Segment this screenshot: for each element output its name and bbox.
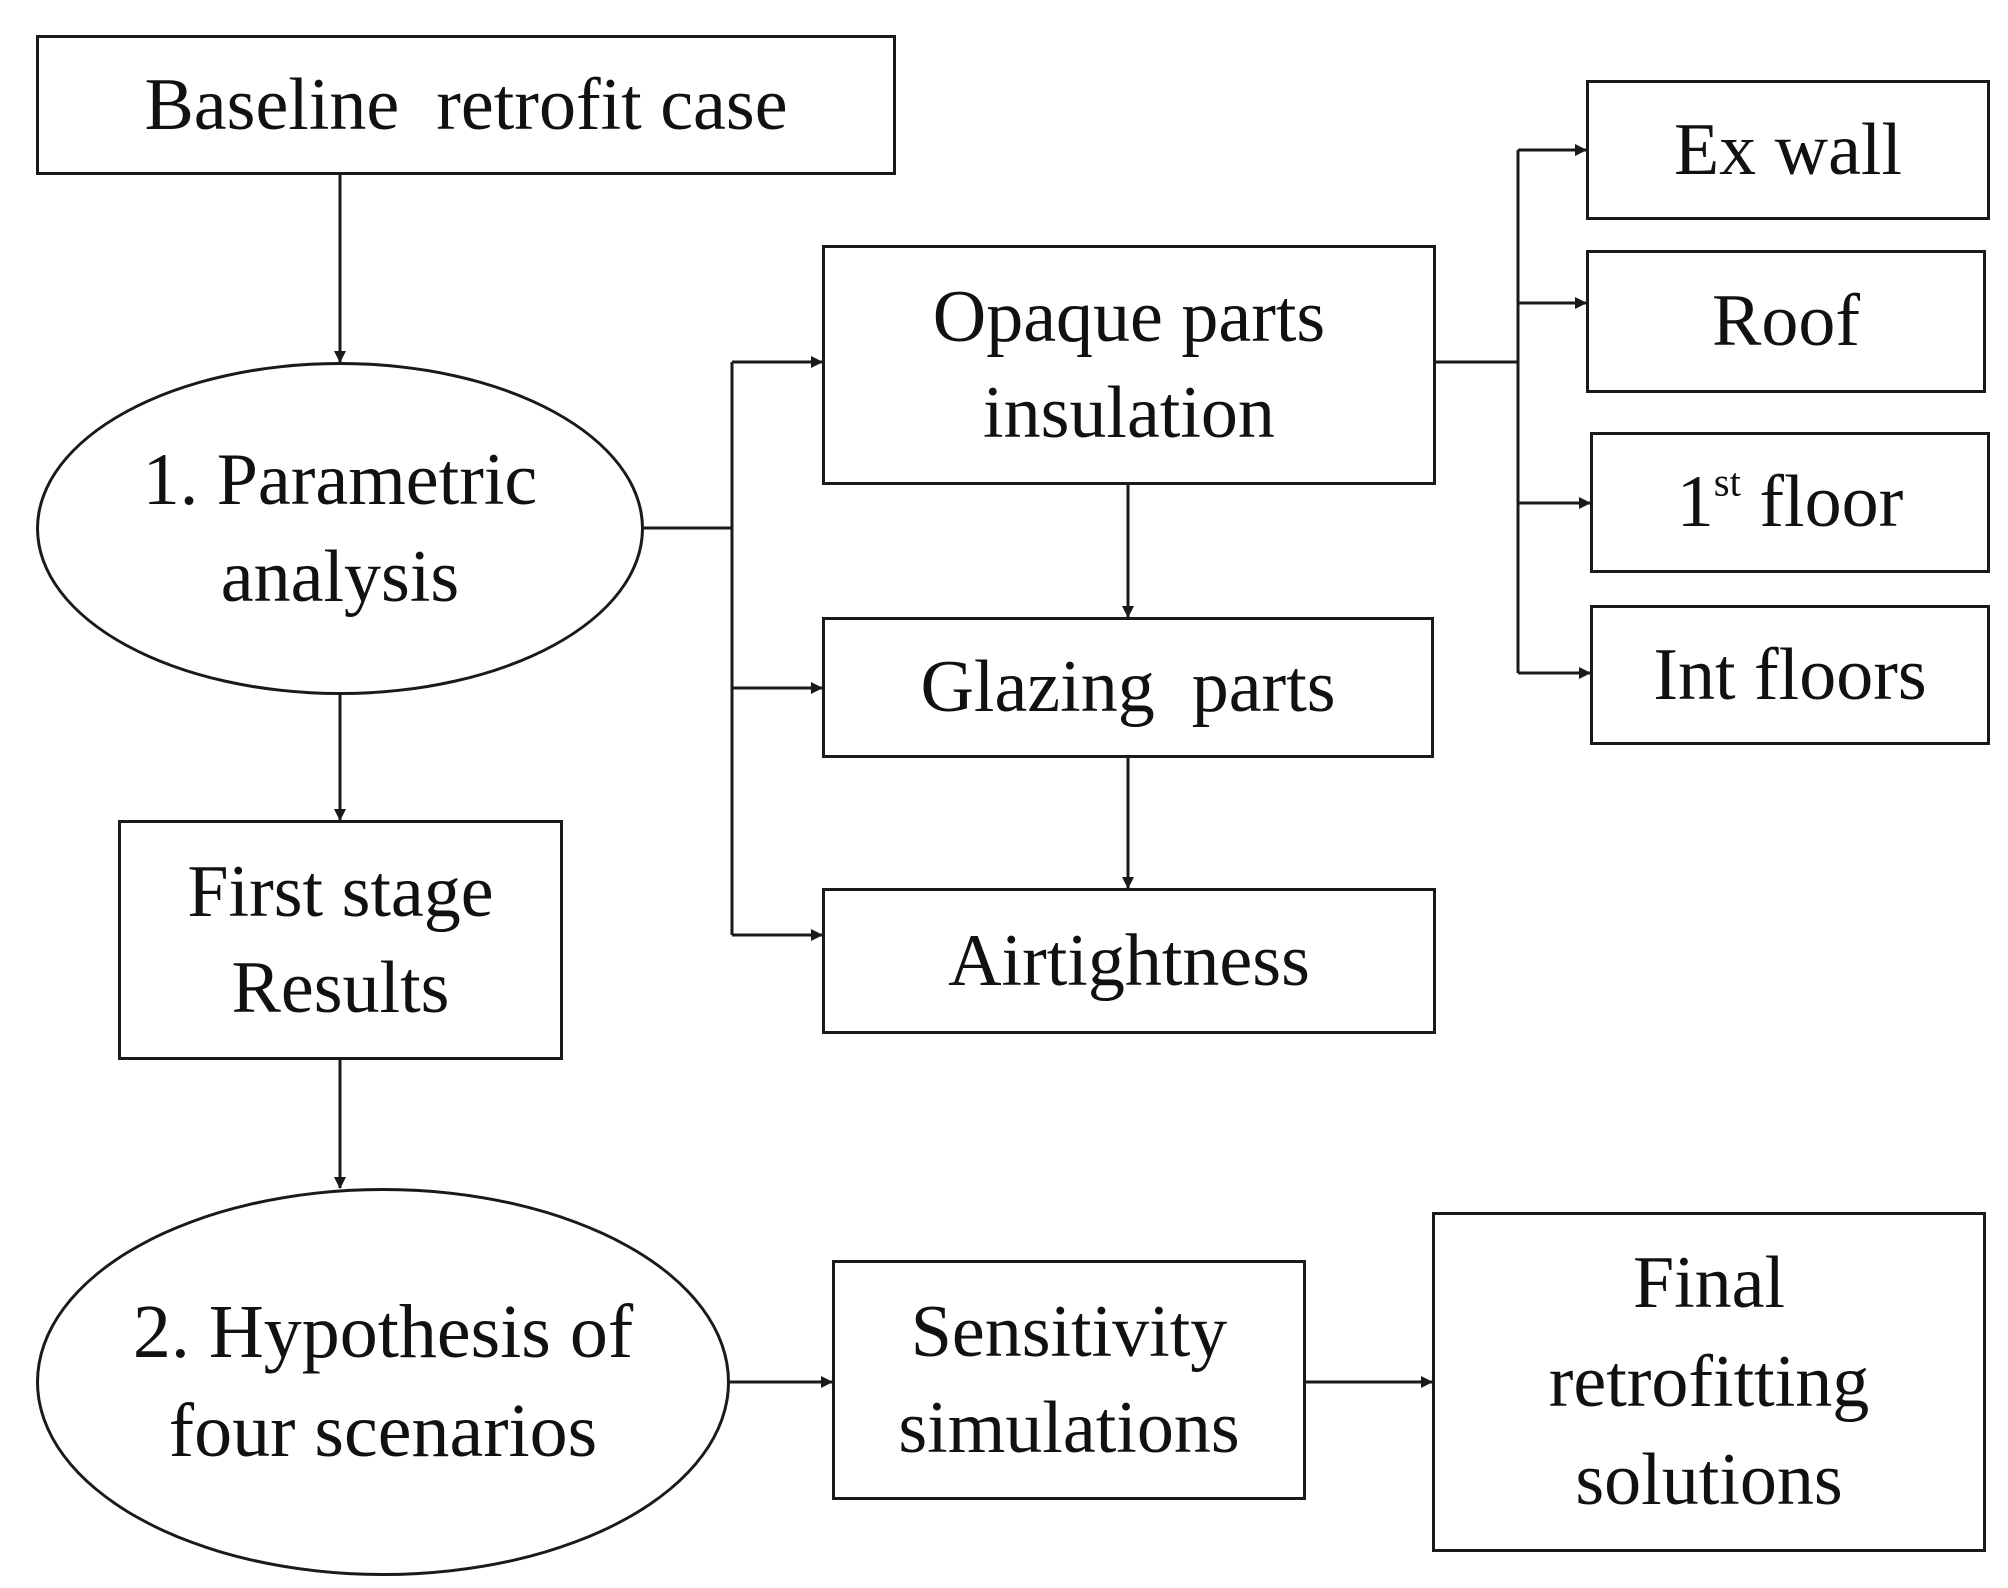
- final-line1: Final: [1632, 1242, 1786, 1325]
- hypothesis-line2: four scenarios: [168, 1389, 598, 1473]
- airtightness-label: Airtightness: [948, 919, 1310, 1002]
- opaque-parts-insulation-box: Opaque parts insulation: [822, 245, 1436, 485]
- first-floor-rest: floor: [1740, 461, 1904, 544]
- sensitivity-simulations-box: Sensitivity simulations: [832, 1260, 1306, 1500]
- final-retrofitting-solutions-box: Final retrofitting solutions: [1432, 1212, 1986, 1552]
- parametric-analysis-line2: analysis: [220, 535, 460, 618]
- glazing-parts-label: Glazing parts: [920, 646, 1336, 729]
- int-floors-box: Int floors: [1590, 605, 1990, 745]
- first-stage-results-box: First stage Results: [118, 820, 563, 1060]
- parametric-analysis-line1: 1. Parametric: [142, 439, 538, 522]
- sensitivity-line1: Sensitivity: [910, 1290, 1228, 1373]
- parametric-analysis-ellipse: 1. Parametric analysis: [36, 362, 644, 695]
- first-floor-number: 1: [1676, 461, 1714, 544]
- baseline-retrofit-case-box: Baseline retrofit case: [36, 35, 896, 175]
- roof-label: Roof: [1712, 280, 1860, 363]
- opaque-parts-line2: insulation: [983, 372, 1275, 454]
- airtightness-box: Airtightness: [822, 888, 1436, 1034]
- final-line2: retrofitting: [1548, 1340, 1870, 1423]
- ex-wall-box: Ex wall: [1586, 80, 1990, 220]
- opaque-parts-line1: Opaque parts: [932, 275, 1326, 358]
- hypothesis-of-four-scenarios-ellipse: 2. Hypothesis of four scenarios: [36, 1188, 730, 1576]
- baseline-retrofit-case-label: Baseline retrofit case: [144, 63, 788, 146]
- final-line3: solutions: [1575, 1439, 1843, 1522]
- roof-box: Roof: [1586, 250, 1986, 393]
- ex-wall-label: Ex wall: [1673, 108, 1903, 191]
- int-floors-label: Int floors: [1653, 633, 1927, 716]
- first-floor-box: 1st floor: [1590, 432, 1990, 573]
- glazing-parts-box: Glazing parts: [822, 617, 1434, 758]
- sensitivity-line2: simulations: [898, 1387, 1240, 1469]
- first-stage-results-line1: First stage: [187, 850, 494, 933]
- hypothesis-line1: 2. Hypothesis of: [132, 1290, 634, 1375]
- first-floor-label: 1st floor: [1677, 454, 1904, 550]
- first-floor-superscript: st: [1713, 459, 1741, 505]
- first-stage-results-line2: Results: [231, 947, 450, 1029]
